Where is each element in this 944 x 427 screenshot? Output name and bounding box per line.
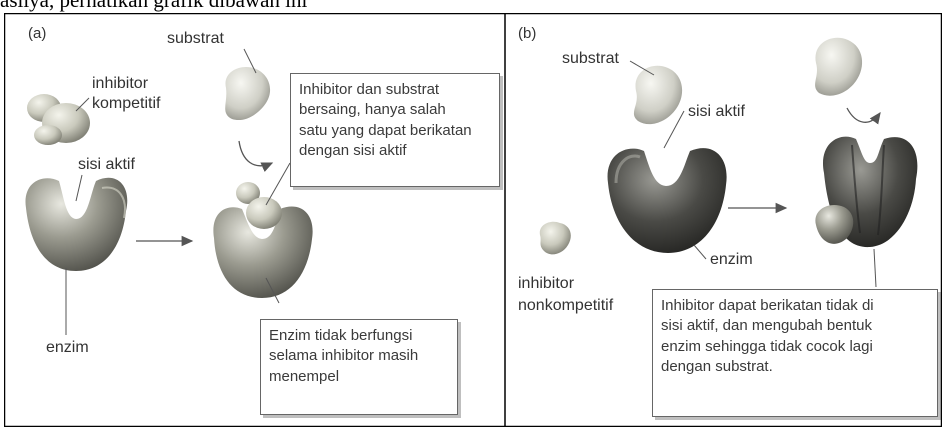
enzim-label-a: enzim — [46, 339, 89, 357]
substrate-b-top-shape — [815, 38, 862, 96]
callout-nonfunctional-line: Enzim tidak berfungsi — [269, 326, 449, 346]
enzyme-a-shape — [25, 178, 127, 271]
enzyme-b-deformed-shape — [815, 137, 917, 247]
leader-callout-b — [874, 249, 876, 287]
leader-callout-top — [266, 163, 290, 205]
callout-competition-line: bersaing, hanya salah — [299, 100, 491, 120]
callout-competition-line: dengan sisi aktif — [299, 141, 491, 161]
callout-noncompetitive-line: sisi aktif, dan mengubah bentuk — [661, 316, 929, 336]
substrat-label-a: substrat — [167, 30, 224, 48]
callout-competition-line: satu yang dapat berikatan — [299, 121, 491, 141]
substrate-a-shape — [225, 67, 270, 120]
callout-nonfunctional-line: menempel — [269, 367, 449, 387]
leader-sisi-aktif-a — [76, 175, 82, 201]
leader-enzim-b — [694, 245, 706, 259]
enzim-label-b: enzim — [710, 251, 753, 269]
inhibitor-label-b-1: inhibitor — [518, 275, 574, 293]
callout-nonfunctional-line: selama inhibitor masih — [269, 346, 449, 366]
callout-competition: Inhibitor dan substrat bersaing, hanya s… — [290, 73, 500, 187]
curved-arrow-b — [847, 108, 880, 122]
panel-a-label: (a) — [28, 25, 46, 42]
callout-competition-line: Inhibitor dan substrat — [299, 80, 491, 100]
substrat-label-b: substrat — [562, 50, 619, 68]
enzyme-b-shape — [608, 148, 727, 253]
callout-noncompetitive-line: Inhibitor dapat berikatan tidak di — [661, 296, 929, 316]
page-heading: asilya, perhatikan grafik dibawah ini — [0, 0, 944, 13]
curved-arrow-a — [239, 141, 272, 166]
callout-noncompetitive: Inhibitor dapat berikatan tidak di sisi … — [652, 289, 938, 417]
enzyme-a-inhibited-shape — [213, 182, 312, 298]
callout-noncompetitive-line: enzim sehingga tidak cocok lagi — [661, 337, 929, 357]
callout-enzyme-nonfunctional: Enzim tidak berfungsi selama inhibitor m… — [260, 319, 458, 415]
callout-noncompetitive-line: dengan substrat. — [661, 357, 929, 377]
inhibitor-label-a-1: inhibitor — [92, 75, 148, 93]
inhibitor-label-b-2: nonkompetitif — [518, 297, 613, 315]
substrate-b-shape — [634, 66, 682, 124]
diagram-frame: (a) substrat inhibitor kompetitif sisi a… — [4, 13, 942, 427]
panel-b-label: (b) — [518, 25, 536, 42]
sisi-aktif-label-a: sisi aktif — [78, 156, 135, 174]
sisi-aktif-label-b: sisi aktif — [688, 103, 745, 121]
competitive-inhibitor-shape — [27, 94, 90, 145]
inhibitor-label-a-2: kompetitif — [92, 95, 160, 113]
noncompetitive-inhibitor-shape — [540, 222, 571, 255]
